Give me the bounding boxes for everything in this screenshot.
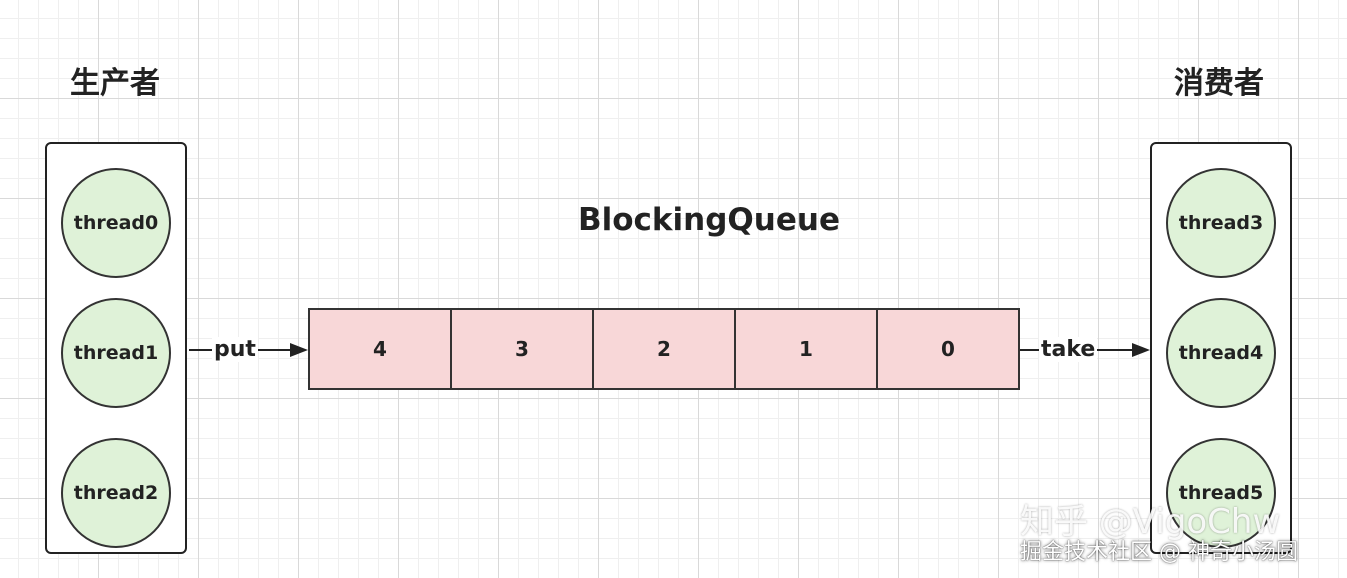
consumer-thread-2: thread5 [1166, 438, 1276, 548]
producer-container: thread0 thread1 thread2 [45, 142, 187, 554]
consumer-heading: 消费者 [1174, 66, 1264, 101]
consumer-thread-0: thread3 [1166, 168, 1276, 278]
consumer-container: thread3 thread4 thread5 [1150, 142, 1292, 554]
queue-title: BlockingQueue [578, 202, 840, 238]
producer-thread-1: thread1 [61, 298, 171, 408]
queue-slot-3: 1 [736, 310, 878, 388]
queue-slot-2: 2 [594, 310, 736, 388]
blocking-queue: 4 3 2 1 0 [308, 308, 1020, 390]
watermark-juejin: 掘金技术社区 @ 神奇小汤圆 [1020, 540, 1298, 565]
producer-heading: 生产者 [70, 66, 160, 101]
watermark-zhihu: 知乎 @VigoChw [1020, 502, 1281, 542]
put-label: put [212, 337, 258, 362]
producer-thread-2: thread2 [61, 438, 171, 548]
take-label: take [1039, 337, 1098, 362]
queue-slot-1: 3 [452, 310, 594, 388]
queue-slot-4: 0 [941, 337, 955, 361]
producer-thread-0: thread0 [61, 168, 171, 278]
queue-slot-0: 4 [310, 310, 452, 388]
consumer-thread-1: thread4 [1166, 298, 1276, 408]
